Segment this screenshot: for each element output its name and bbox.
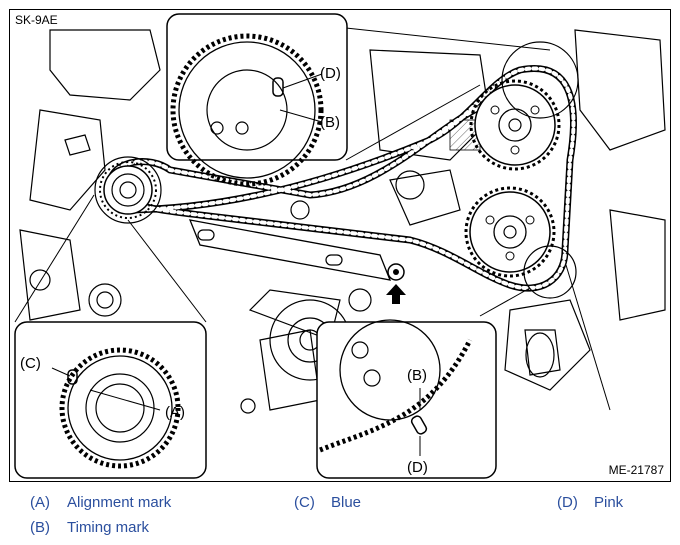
legend-key: (B): [30, 519, 50, 536]
exhaust-cam-sprocket: [464, 186, 556, 278]
legend-item-b: (B) Timing mark: [30, 519, 149, 536]
arrow-up-icon: [386, 284, 406, 304]
legend-item-d: (D) Pink: [557, 494, 623, 511]
detail-box-top: (D) (B): [166, 13, 348, 187]
legend-key: (A): [30, 494, 50, 511]
timing-chain: [106, 65, 577, 292]
legend-text: Blue: [331, 494, 362, 511]
detail-box-left: (C) (A): [14, 321, 207, 479]
callout-left-a: (A): [165, 404, 185, 421]
figure-code: ME-21787: [608, 463, 664, 477]
timing-chain-diagram: (D) (B) (C) (A) (B) (D): [9, 9, 671, 482]
callout-top-b: (B): [320, 114, 340, 131]
legend-text: Pink: [594, 494, 624, 511]
legend-item-c: (C) Blue: [294, 494, 361, 511]
callout-left-c: (C): [20, 355, 41, 372]
detail-leader-lines: [14, 27, 611, 411]
engine-line-drawing: (D) (B) (C) (A) (B) (D): [14, 13, 666, 479]
callout-right-b: (B): [407, 367, 427, 384]
legend-text: Timing mark: [67, 519, 149, 536]
callout-right-d: (D): [407, 459, 428, 476]
legend-text: Alignment mark: [67, 494, 172, 511]
callout-top-d: (D): [320, 65, 341, 82]
legend-key: (D): [557, 494, 578, 511]
figure-id: SK-9AE: [15, 13, 58, 27]
legend-key: (C): [294, 494, 315, 511]
legend-item-a: (A) Alignment mark: [30, 494, 171, 511]
chain-guide: [188, 219, 392, 281]
detail-box-right: (B) (D): [316, 319, 497, 479]
crank-sprocket: [99, 161, 157, 219]
